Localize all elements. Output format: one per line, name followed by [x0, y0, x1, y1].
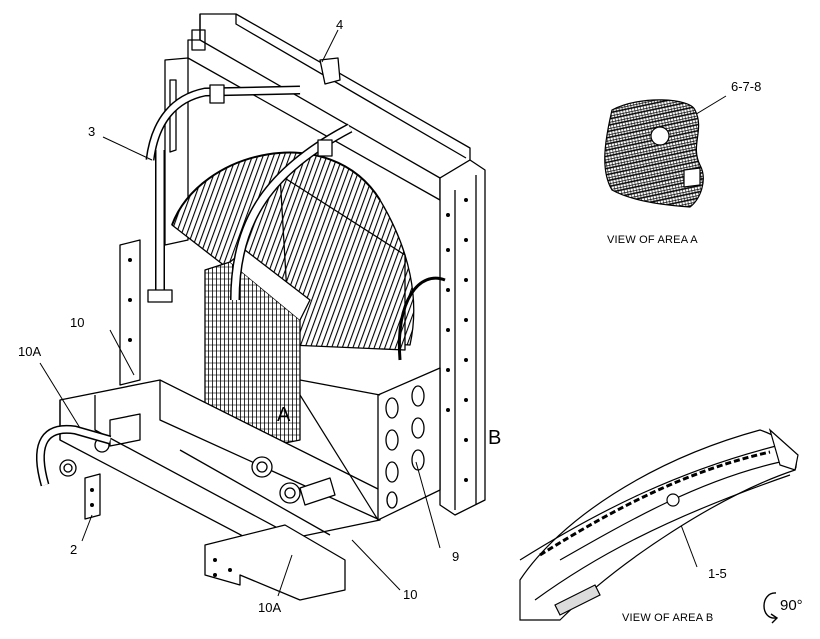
rotation-label: 90°: [780, 597, 803, 614]
callout-10-bottom: 10: [403, 587, 418, 602]
rotate-arrow-icon: [763, 592, 779, 624]
hose: [397, 276, 446, 361]
callout-6-7-8: 6-7-8: [731, 79, 762, 94]
callout-4: 4: [336, 17, 344, 32]
view-a-detail: [604, 99, 704, 208]
callout-2: 2: [70, 542, 78, 557]
right-side-frame: [439, 159, 486, 516]
top-tank: [199, 13, 471, 179]
caption-view-area-b: VIEW OF AREA B: [622, 612, 714, 624]
callout-1-5: 1-5: [708, 566, 727, 581]
callout-10-left: 10: [70, 315, 85, 330]
callout-9: 9: [452, 549, 460, 564]
callout-10a-left: 10A: [18, 344, 42, 359]
area-marker-a: A: [277, 404, 291, 426]
view-b-detail: [519, 428, 799, 621]
area-marker-b: B: [488, 427, 502, 449]
left-upright: [119, 239, 141, 386]
leader-lines: [39, 29, 727, 597]
fittings: [59, 437, 336, 506]
callout-3: 3: [88, 124, 96, 139]
lower-support-beam: [204, 524, 346, 601]
callout-10a-bottom: 10A: [258, 600, 282, 615]
mount-bracket-2: [84, 473, 101, 520]
caption-view-area-a: VIEW OF AREA A: [607, 234, 698, 246]
radiator-assembly: [35, 13, 486, 601]
